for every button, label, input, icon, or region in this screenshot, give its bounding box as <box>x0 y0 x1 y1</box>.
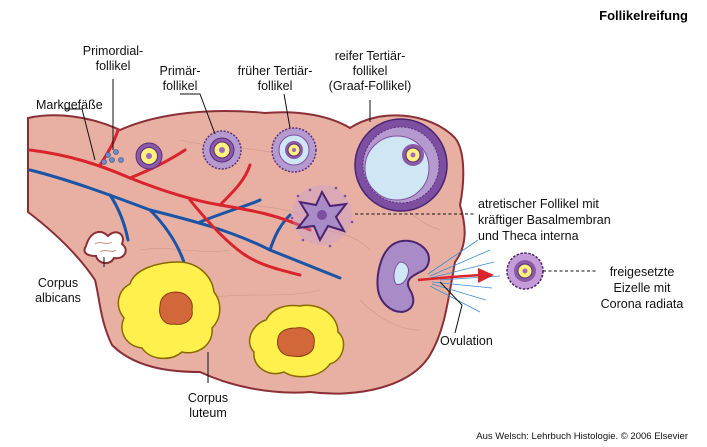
svg-text:follikel: follikel <box>96 59 131 73</box>
label-primary-follicle: Primär- follikel <box>160 64 201 93</box>
svg-text:freigesetzte: freigesetzte <box>610 265 675 279</box>
ovulation-arrow <box>417 268 494 283</box>
svg-text:Corona radiata: Corona radiata <box>601 297 684 311</box>
label-medullary-vessels: Markgefäße <box>36 98 103 112</box>
svg-text:Markgefäße: Markgefäße <box>36 98 103 112</box>
svg-text:Primordial-: Primordial- <box>83 44 143 58</box>
diagram-title: Follikelreifung <box>599 8 688 23</box>
label-atretic-follicle: atretischer Follikel mit kräftiger Basal… <box>478 197 611 243</box>
svg-text:luteum: luteum <box>189 406 227 420</box>
graafian-follicle <box>354 118 448 212</box>
source-credit: Aus Welsch: Lehrbuch Histologie. © 2006 … <box>476 431 688 442</box>
svg-text:albicans: albicans <box>35 291 81 305</box>
leader-lines <box>64 79 596 383</box>
label-mature-tertiary-follicle: reifer Tertiär- follikel (Graaf-Follikel… <box>329 49 412 93</box>
svg-text:kräftiger Basalmembran: kräftiger Basalmembran <box>478 213 611 227</box>
svg-text:Corpus: Corpus <box>188 391 228 405</box>
svg-text:Eizelle mit: Eizelle mit <box>614 281 671 295</box>
label-corpus-albicans: Corpus albicans <box>35 276 81 305</box>
svg-text:reifer Tertiär-: reifer Tertiär- <box>335 49 406 63</box>
primordial-follicles <box>101 149 124 165</box>
atretic-follicle <box>290 185 354 248</box>
label-primordial-follicle: Primordial- follikel <box>83 44 143 73</box>
label-corpus-luteum: Corpus luteum <box>188 391 228 420</box>
svg-text:Primär-: Primär- <box>160 64 201 78</box>
svg-text:follikel: follikel <box>258 79 293 93</box>
early-tertiary-follicle <box>271 127 317 173</box>
medullary-vessels <box>28 128 342 280</box>
ovulation-rays <box>427 239 501 313</box>
label-early-tertiary-follicle: früher Tertiär- follikel <box>238 64 313 93</box>
label-released-oocyte: freigesetzte Eizelle mit Corona radiata <box>601 265 684 311</box>
svg-text:(Graaf-Follikel): (Graaf-Follikel) <box>329 79 412 93</box>
corpus-albicans <box>83 230 127 264</box>
svg-text:follikel: follikel <box>163 79 198 93</box>
primary-follicle <box>135 142 163 170</box>
svg-text:und Theca interna: und Theca interna <box>478 229 579 243</box>
secondary-follicle <box>202 130 242 170</box>
ruptured-follicle <box>376 239 430 314</box>
corpus-luteum-2 <box>248 304 345 378</box>
svg-text:Ovulation: Ovulation <box>440 334 493 348</box>
label-ovulation: Ovulation <box>440 334 493 348</box>
svg-text:atretischer Follikel mit: atretischer Follikel mit <box>478 197 599 211</box>
svg-text:Corpus: Corpus <box>38 276 78 290</box>
corpus-luteum <box>117 261 221 360</box>
svg-text:follikel: follikel <box>353 64 388 78</box>
released-oocyte <box>506 252 544 290</box>
svg-text:früher Tertiär-: früher Tertiär- <box>238 64 313 78</box>
